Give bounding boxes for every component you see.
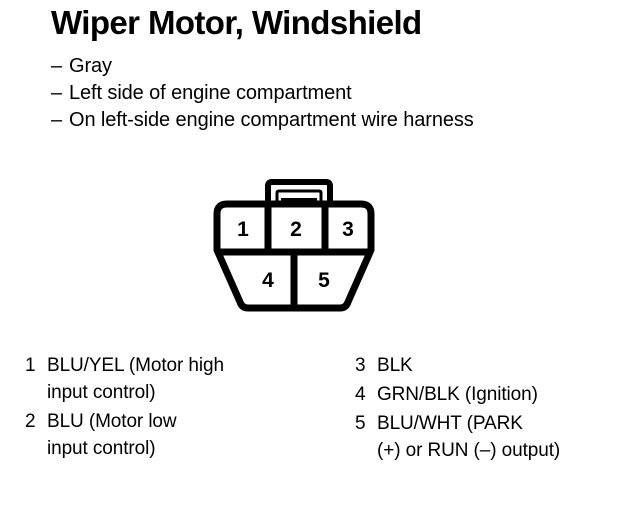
pin-legend: 1 BLU/YEL (Motor high input control) 2 B… — [0, 352, 640, 482]
dash-marker: – — [51, 109, 63, 131]
description-line: –Left side of engine compartment — [51, 80, 621, 107]
pin-description-line: input control) — [47, 438, 156, 459]
pin-legend-left-column: 1 BLU/YEL (Motor high input control) 2 B… — [25, 352, 335, 464]
pin-description-line: BLU/YEL (Motor high — [47, 355, 224, 376]
pin-number: 5 — [355, 413, 366, 434]
cavity-number-3: 3 — [342, 218, 354, 241]
connector-diagram: 1 2 3 4 5 — [196, 172, 392, 318]
pin-number: 1 — [25, 355, 36, 376]
pin-description-line: (+) or RUN (–) output) — [377, 440, 561, 461]
cavity-number-1: 1 — [237, 218, 249, 241]
pin-legend-right-column: 3 BLK 4 GRN/BLK (Ignition) 5 BLU/WHT (PA… — [355, 352, 630, 466]
page-title: Wiper Motor, Windshield — [51, 4, 422, 41]
pin-description: BLU/YEL (Motor high input control) — [47, 352, 335, 406]
pin-legend-item: 4 GRN/BLK (Ignition) — [355, 381, 630, 408]
pin-number: 3 — [355, 355, 366, 376]
pin-legend-item: 5 BLU/WHT (PARK (+) or RUN (–) output) — [355, 410, 630, 464]
description-list: –Gray –Left side of engine compartment –… — [51, 53, 621, 134]
description-text: Gray — [69, 55, 112, 77]
pin-description-line: BLU (Motor low — [47, 411, 177, 432]
pin-description-line: input control) — [47, 382, 156, 403]
description-text: On left-side engine compartment wire har… — [69, 109, 474, 131]
pin-description: BLU/WHT (PARK (+) or RUN (–) output) — [377, 410, 630, 464]
cavity-number-2: 2 — [290, 218, 302, 241]
pin-legend-item: 3 BLK — [355, 352, 630, 379]
pin-legend-item: 2 BLU (Motor low input control) — [25, 408, 335, 462]
connector-illustration: 1 2 3 4 5 — [213, 179, 375, 312]
pin-number: 4 — [355, 384, 366, 405]
dash-marker: – — [51, 82, 63, 104]
cavity-number-4: 4 — [262, 269, 274, 292]
description-line: –Gray — [51, 53, 621, 80]
dash-marker: – — [51, 55, 63, 77]
pin-number: 2 — [25, 411, 36, 432]
pin-description-line: BLK — [377, 355, 413, 376]
description-line: –On left-side engine compartment wire ha… — [51, 107, 621, 134]
pin-description: BLU (Motor low input control) — [47, 408, 335, 462]
pin-description-line: GRN/BLK (Ignition) — [377, 384, 538, 405]
pin-description: BLK — [377, 352, 630, 379]
pin-description: GRN/BLK (Ignition) — [377, 381, 630, 408]
pin-description-line: BLU/WHT (PARK — [377, 413, 523, 434]
description-text: Left side of engine compartment — [69, 82, 352, 104]
cavity-number-5: 5 — [318, 269, 330, 292]
pin-legend-item: 1 BLU/YEL (Motor high input control) — [25, 352, 335, 406]
